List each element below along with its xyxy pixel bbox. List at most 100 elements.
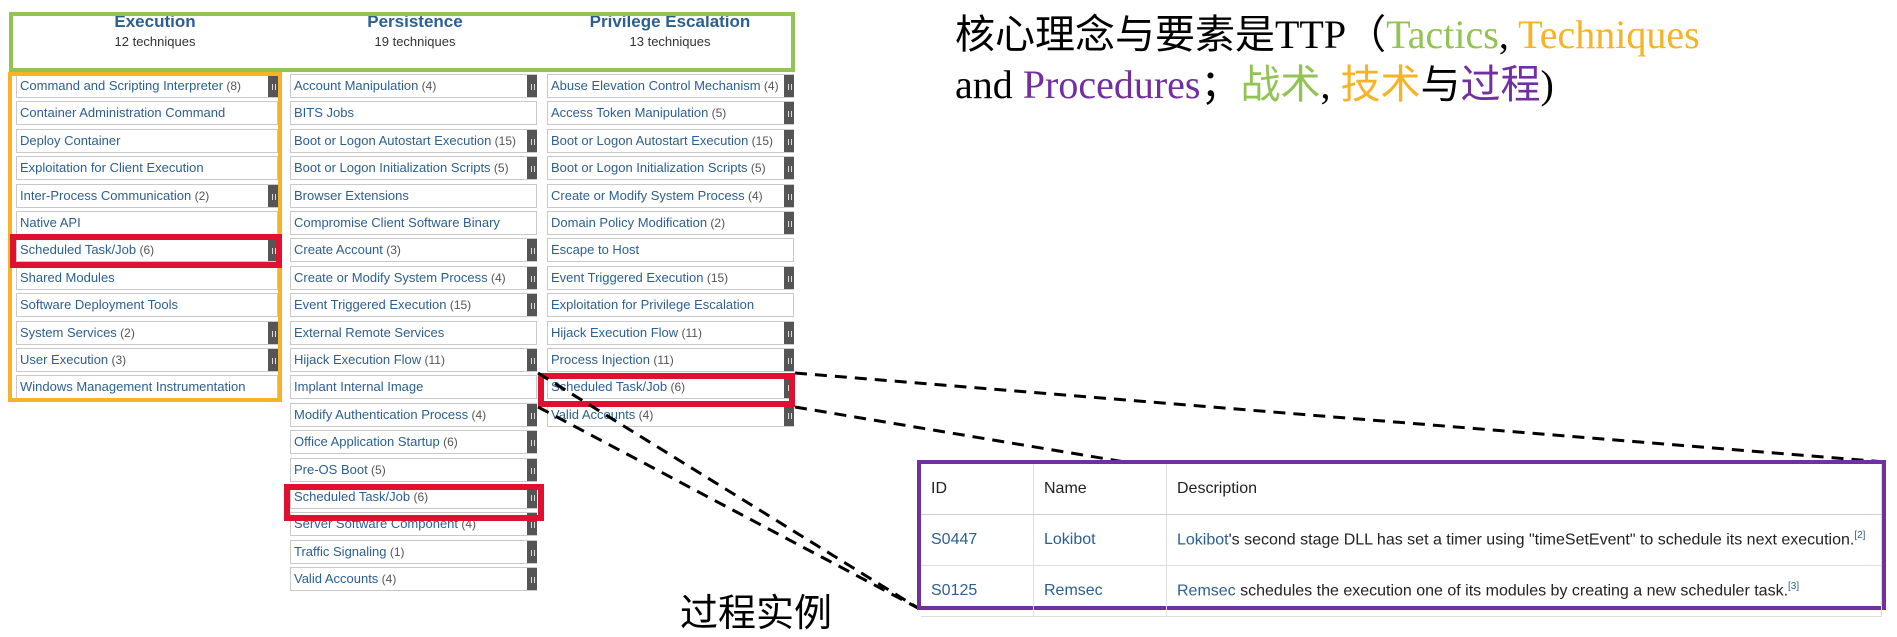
technique-cell[interactable]: Modify Authentication Process (4) xyxy=(290,402,537,427)
technique-cell[interactable]: Boot or Logon Autostart Execution (15) xyxy=(547,128,794,153)
tactic-header-persistence[interactable]: Persistence 19 techniques xyxy=(290,12,540,49)
technique-cell[interactable]: Traffic Signaling (1) xyxy=(290,539,537,564)
technique-cell[interactable]: Compromise Client Software Binary xyxy=(290,211,537,235)
technique-cell[interactable]: Escape to Host xyxy=(547,238,794,263)
technique-label[interactable]: Scheduled Task/Job xyxy=(551,379,668,395)
technique-label[interactable]: Scheduled Task/Job xyxy=(20,242,137,258)
technique-label[interactable]: Software Deployment Tools xyxy=(20,297,179,313)
expand-sub-techniques-handle[interactable] xyxy=(268,349,278,371)
technique-cell[interactable]: BITS Jobs xyxy=(290,101,537,126)
expand-sub-techniques-handle[interactable] xyxy=(527,513,537,536)
expand-sub-techniques-handle[interactable] xyxy=(527,294,537,317)
technique-label[interactable]: Create or Modify System Process xyxy=(551,187,745,203)
technique-label[interactable]: Traffic Signaling xyxy=(294,543,387,559)
expand-sub-techniques-handle[interactable] xyxy=(784,266,794,289)
expand-sub-techniques-handle[interactable] xyxy=(527,403,537,426)
technique-cell[interactable]: Implant Internal Image xyxy=(290,375,537,400)
tactic-title[interactable]: Privilege Escalation xyxy=(589,12,751,31)
technique-label[interactable]: BITS Jobs xyxy=(294,105,354,121)
technique-cell[interactable]: Hijack Execution Flow (11) xyxy=(290,348,537,372)
technique-label[interactable]: Exploitation for Client Execution xyxy=(20,160,204,176)
reference-link[interactable]: [2] xyxy=(1854,530,1866,542)
description-link[interactable]: Remsec xyxy=(1177,582,1236,600)
technique-label[interactable]: Boot or Logon Initialization Scripts xyxy=(294,160,491,176)
expand-sub-techniques-handle[interactable] xyxy=(268,321,278,344)
expand-sub-techniques-handle[interactable] xyxy=(268,75,278,97)
technique-label[interactable]: Boot or Logon Autostart Execution xyxy=(294,132,492,148)
technique-label[interactable]: Shared Modules xyxy=(20,269,115,285)
reference-link[interactable]: [3] xyxy=(1788,581,1800,593)
technique-cell[interactable]: External Remote Services xyxy=(290,320,537,345)
expand-sub-techniques-handle[interactable] xyxy=(527,486,537,508)
technique-cell[interactable]: Account Manipulation (4) xyxy=(290,74,537,98)
name-link[interactable]: Lokibot xyxy=(1044,531,1096,548)
technique-cell[interactable]: Access Token Manipulation (5) xyxy=(547,101,794,126)
technique-label[interactable]: Account Manipulation xyxy=(294,78,419,93)
technique-label[interactable]: Hijack Execution Flow xyxy=(294,352,422,367)
expand-sub-techniques-handle[interactable] xyxy=(784,129,794,152)
technique-label[interactable]: Windows Management Instrumentation xyxy=(20,379,246,395)
expand-sub-techniques-handle[interactable] xyxy=(527,157,537,180)
technique-label[interactable]: Access Token Manipulation xyxy=(551,105,709,121)
expand-sub-techniques-handle[interactable] xyxy=(784,321,794,344)
technique-label[interactable]: Valid Accounts xyxy=(294,571,379,587)
technique-cell[interactable]: System Services (2) xyxy=(16,320,278,345)
technique-label[interactable]: Abuse Elevation Control Mechanism xyxy=(551,78,761,93)
technique-label[interactable]: Boot or Logon Autostart Execution xyxy=(551,132,749,148)
technique-label[interactable]: Pre-OS Boot xyxy=(294,461,368,477)
tactic-title[interactable]: Persistence xyxy=(367,12,463,31)
technique-label[interactable]: Inter-Process Communication xyxy=(20,187,192,203)
technique-cell[interactable]: Valid Accounts (4) xyxy=(290,567,537,592)
technique-label[interactable]: Modify Authentication Process xyxy=(294,406,469,422)
technique-cell[interactable]: Container Administration Command xyxy=(16,101,278,126)
technique-label[interactable]: Deploy Container xyxy=(20,132,121,148)
technique-cell[interactable]: Process Injection (11) xyxy=(547,348,794,372)
expand-sub-techniques-handle[interactable] xyxy=(784,184,794,207)
technique-cell[interactable]: Windows Management Instrumentation xyxy=(16,375,278,400)
description-link[interactable]: Lokibot xyxy=(1177,531,1229,549)
technique-cell[interactable]: Hijack Execution Flow (11) xyxy=(547,320,794,345)
expand-sub-techniques-handle[interactable] xyxy=(527,431,537,454)
technique-label[interactable]: Compromise Client Software Binary xyxy=(294,215,500,230)
technique-cell[interactable]: Create Account (3) xyxy=(290,238,537,263)
tactic-header-privilege-escalation[interactable]: Privilege Escalation 13 techniques xyxy=(545,12,795,49)
technique-label[interactable]: Implant Internal Image xyxy=(294,379,424,395)
technique-cell[interactable]: Event Triggered Execution (15) xyxy=(290,293,537,318)
technique-label[interactable]: External Remote Services xyxy=(294,324,445,340)
tactic-header-execution[interactable]: Execution 12 techniques xyxy=(10,12,300,49)
technique-label[interactable]: System Services xyxy=(20,324,117,340)
technique-cell[interactable]: Event Triggered Execution (15) xyxy=(547,265,794,290)
technique-cell[interactable]: Pre-OS Boot (5) xyxy=(290,457,537,482)
technique-label[interactable]: Command and Scripting Interpreter xyxy=(20,78,224,93)
expand-sub-techniques-handle[interactable] xyxy=(527,458,537,481)
expand-sub-techniques-handle[interactable] xyxy=(784,157,794,180)
expand-sub-techniques-handle[interactable] xyxy=(527,239,537,262)
expand-sub-techniques-handle[interactable] xyxy=(268,239,278,262)
technique-cell[interactable]: Shared Modules xyxy=(16,265,278,290)
technique-cell[interactable]: Software Deployment Tools xyxy=(16,293,278,318)
technique-label[interactable]: Native API xyxy=(20,215,81,230)
technique-cell[interactable]: Abuse Elevation Control Mechanism (4) xyxy=(547,74,794,98)
technique-cell[interactable]: Exploitation for Client Execution xyxy=(16,156,278,181)
expand-sub-techniques-handle[interactable] xyxy=(784,349,794,371)
technique-label[interactable]: Event Triggered Execution xyxy=(294,297,447,313)
technique-cell[interactable]: Deploy Container xyxy=(16,128,278,153)
technique-label[interactable]: Create Account xyxy=(294,242,383,258)
id-link[interactable]: S0125 xyxy=(931,582,978,599)
technique-label[interactable]: Domain Policy Modification xyxy=(551,215,708,230)
technique-cell[interactable]: Boot or Logon Initialization Scripts (5) xyxy=(547,156,794,181)
technique-label[interactable]: Exploitation for Privilege Escalation xyxy=(551,297,755,313)
technique-label[interactable]: Event Triggered Execution xyxy=(551,269,704,285)
expand-sub-techniques-handle[interactable] xyxy=(527,349,537,371)
expand-sub-techniques-handle[interactable] xyxy=(784,212,794,234)
technique-label[interactable]: Escape to Host xyxy=(551,242,640,258)
tactic-title[interactable]: Execution xyxy=(114,12,196,31)
expand-sub-techniques-handle[interactable] xyxy=(784,75,794,97)
technique-cell[interactable]: Office Application Startup (6) xyxy=(290,430,537,455)
technique-cell[interactable]: Native API xyxy=(16,211,278,235)
technique-cell[interactable]: Inter-Process Communication (2) xyxy=(16,183,278,208)
technique-cell[interactable]: Browser Extensions xyxy=(290,183,537,208)
technique-cell[interactable]: Exploitation for Privilege Escalation xyxy=(547,293,794,318)
name-link[interactable]: Remsec xyxy=(1044,582,1103,599)
expand-sub-techniques-handle[interactable] xyxy=(527,129,537,152)
